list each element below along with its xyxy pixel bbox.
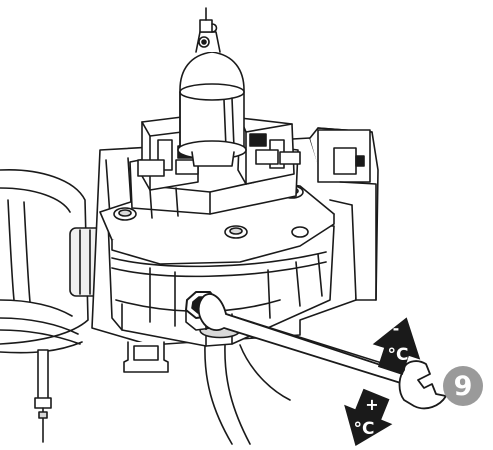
increase-unit: °C <box>354 419 375 439</box>
decrease-unit: °C <box>388 345 409 365</box>
sensor-probe <box>34 349 52 443</box>
regulator-cap <box>195 7 221 53</box>
arrow-down-left-icon <box>344 388 393 446</box>
bottom-clip <box>123 341 169 373</box>
decrease-sign: - <box>393 319 400 338</box>
arrow-up-right-icon <box>372 317 421 375</box>
increase-sign: + <box>365 395 378 414</box>
pressure-regulator <box>177 51 247 167</box>
step-number-badge: 9 <box>443 366 483 406</box>
wrench <box>197 293 447 410</box>
lower-pipes <box>204 344 291 445</box>
right-terminal-block <box>237 117 301 185</box>
decrease-temperature-arrow: - °C <box>372 317 421 375</box>
increase-temperature-arrow: + °C <box>344 388 393 446</box>
